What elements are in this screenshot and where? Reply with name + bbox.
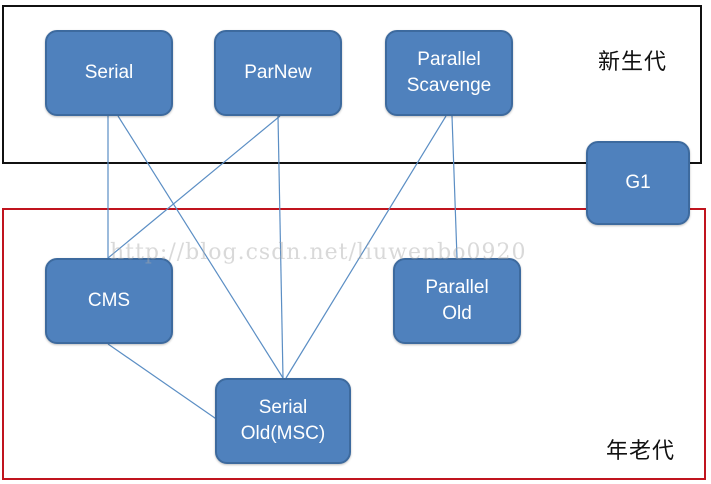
old-generation-label: 年老代: [606, 439, 676, 464]
link-cms-serial-old: [107, 343, 226, 426]
serial-collector-node: Serial: [45, 30, 173, 116]
link-parnew-cms: [107, 115, 281, 259]
link-pscav-serial-old: [285, 115, 447, 379]
parallel-old-collector-node: Parallel Old: [393, 258, 521, 344]
serial-old-collector-node: Serial Old(MSC): [215, 378, 351, 464]
link-serial-serial-old: [117, 115, 284, 379]
young-generation-region: [2, 5, 702, 164]
old-generation-region: [2, 208, 706, 480]
young-generation-label: 新生代: [598, 50, 668, 75]
parnew-collector-node: ParNew: [214, 30, 342, 116]
parallel-scavenge-collector-node: Parallel Scavenge: [385, 30, 513, 116]
link-parnew-serial-old: [277, 115, 284, 379]
link-pscav-parallel-old: [451, 115, 458, 259]
cms-collector-node: CMS: [45, 258, 173, 344]
g1-collector-node: G1: [586, 141, 690, 225]
